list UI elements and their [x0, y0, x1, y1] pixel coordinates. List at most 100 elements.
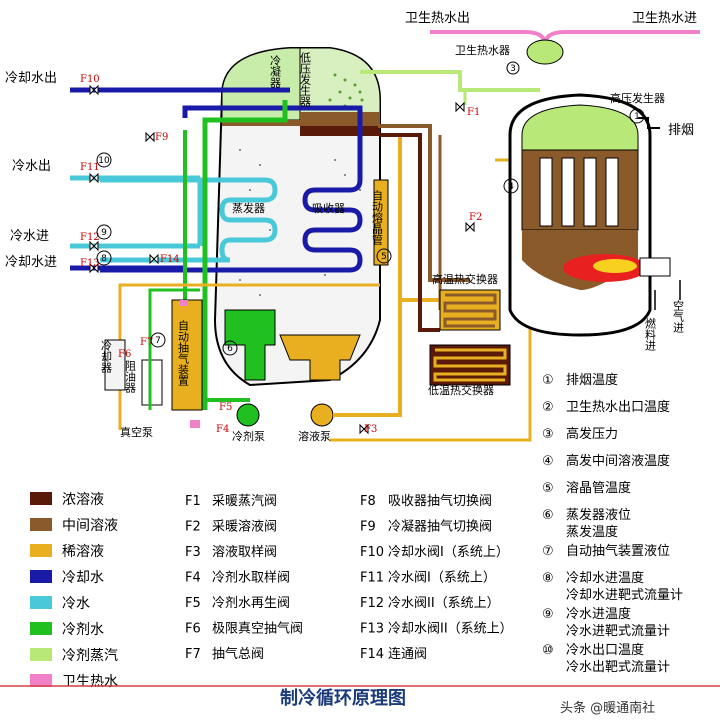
legend-valve-label: 溶液取样阀 — [212, 545, 277, 560]
legend-label: 冷却水 — [62, 570, 104, 586]
refrig-cross-line — [148, 288, 200, 410]
cooler-label: 冷却器 — [100, 340, 113, 374]
legend-point-label2: 冷水出靶式流量计 — [566, 660, 670, 675]
absorber-label: 吸收器 — [312, 201, 345, 215]
absorber-sump — [279, 334, 361, 381]
legend-valve-label: 冷却水阀I（系统上） — [388, 545, 509, 560]
damper-label: 阻油器 — [124, 360, 137, 394]
sanitary-out-label: 卫生热水出 — [405, 11, 470, 26]
circle-4: 4 — [508, 182, 514, 192]
crystal-tube — [373, 179, 389, 266]
legend-valve-label: 极限真空抽气阀 — [212, 621, 303, 637]
high-temp-hx — [439, 289, 501, 331]
valve-tag-f2: F2 — [469, 212, 482, 223]
watermark: 头条 @暖通南社 — [560, 700, 655, 716]
legend-valve-label: 吸收器抽气切换阀 — [388, 493, 492, 509]
legend-valve-code: F12 — [360, 596, 384, 611]
legend-valve-code: F9 — [360, 520, 376, 535]
cooling-in-label: 冷却水进 — [5, 255, 57, 270]
legend-valve-code: F10 — [360, 545, 384, 560]
valve-tag-f12: F12 — [80, 232, 100, 243]
legend-point-num: ⑧ — [542, 571, 554, 586]
legend-point-label: 自动抽气装置液位 — [566, 543, 670, 559]
valve-symbols — [89, 84, 475, 435]
valve-tag-f13: F13 — [80, 258, 100, 269]
circle-tags — [96, 61, 645, 356]
legend-swatch — [30, 622, 52, 635]
circle-8: 8 — [101, 254, 107, 264]
evaporator-label: 蒸发器 — [232, 201, 265, 215]
low-gen-label: 低压发生器 — [299, 52, 312, 108]
evaporator-coil — [100, 177, 278, 263]
legend-label: 卫生热水 — [62, 674, 118, 690]
high-hx-label: 高温热交换器 — [432, 272, 498, 286]
legend-valve-label: 冷剂水取样阀 — [212, 571, 290, 586]
absorber-coil — [100, 105, 363, 273]
legend-point-label: 冷水进温度 — [566, 606, 631, 622]
legend-point-label: 卫生热水出口温度 — [566, 399, 670, 415]
legend-point-num: ⑨ — [542, 607, 554, 622]
legend-valve-label: 冷水阀I（系统上） — [388, 571, 496, 586]
steam-line — [360, 70, 540, 92]
damper-body — [141, 359, 163, 406]
legend-point-label: 蒸发器液位 — [566, 507, 631, 523]
legend-valve-label: 冷凝器抽气切换阀 — [388, 519, 492, 535]
sanitary-in-label: 卫生热水进 — [632, 11, 697, 26]
refrigerant-line — [202, 100, 288, 410]
circle-9: 9 — [101, 228, 107, 238]
legend-valve-label: 连通阀 — [388, 646, 427, 662]
legend-point-num: ② — [542, 400, 554, 415]
sanitary-exchanger-label: 卫生热水器 — [455, 43, 510, 57]
legend-valve-code: F2 — [185, 520, 201, 535]
cold-in-label: 冷水进 — [10, 229, 49, 244]
valve-tag-f11: F11 — [80, 162, 100, 173]
legend-valve-code: F1 — [185, 494, 201, 509]
evaporator-sump — [224, 309, 276, 381]
legend-label: 中间溶液 — [62, 518, 118, 534]
legend-valve-label: 采暖溶液阀 — [212, 520, 277, 535]
legend-swatch — [30, 596, 52, 609]
legend-valve-code: F8 — [360, 494, 376, 509]
solution-pump-label: 溶液泵 — [298, 429, 331, 443]
circle-3: 3 — [510, 64, 516, 74]
legend-valve-code: F3 — [185, 545, 201, 560]
circle-10: 10 — [98, 156, 110, 166]
circle-1: 1 — [634, 112, 640, 122]
legend-valve-code: F6 — [185, 622, 201, 637]
concentrated-pipe — [380, 133, 440, 332]
legend-valves-col2: F8 吸收器抽气切换阀 F9 冷凝器抽气切换阀 F10 冷却水阀I（系统上） F11 冷水阀I… — [360, 493, 513, 662]
legend-point-label: 排烟温度 — [566, 372, 618, 388]
valve-tag-f9: F9 — [155, 132, 168, 143]
legend-point-num: ④ — [542, 454, 554, 469]
legend-point-label: 高发压力 — [566, 426, 618, 442]
legend-valve-code: F7 — [185, 647, 201, 662]
legend-valve-label: 冷却水阀II（系统上） — [388, 622, 513, 637]
exhaust-label: 排烟 — [668, 123, 694, 138]
valve-tag-f10: F10 — [80, 74, 100, 85]
legend-point-label2: 冷却水进靶式流量计 — [566, 588, 683, 603]
legend-valve-code: F11 — [360, 571, 384, 586]
legend-point-num: ⑦ — [542, 544, 554, 559]
legend-label: 冷剂水 — [62, 622, 104, 638]
legend-swatch — [30, 570, 52, 583]
cooling-out-label: 冷却水出 — [5, 71, 57, 86]
valve-tag-f5: F5 — [219, 402, 232, 413]
condenser-label: 冷凝器 — [269, 55, 282, 89]
refrigerant-pump — [236, 403, 260, 427]
separator-plate — [222, 120, 380, 126]
legend-point-label: 高发中间溶液温度 — [566, 453, 670, 469]
separator-plate-2 — [300, 126, 380, 136]
legend-label: 冷剂蒸汽 — [62, 648, 118, 664]
legend-valve-code: F4 — [185, 571, 201, 586]
circle-5: 5 — [381, 252, 387, 262]
legend-point-num: ③ — [542, 427, 554, 442]
valve-tag-f14: F14 — [160, 254, 180, 265]
cold-out-label: 冷水出 — [12, 159, 51, 174]
legend-valve-code: F13 — [360, 622, 384, 637]
legend-swatch — [30, 492, 52, 505]
low-temp-hx — [429, 344, 511, 386]
